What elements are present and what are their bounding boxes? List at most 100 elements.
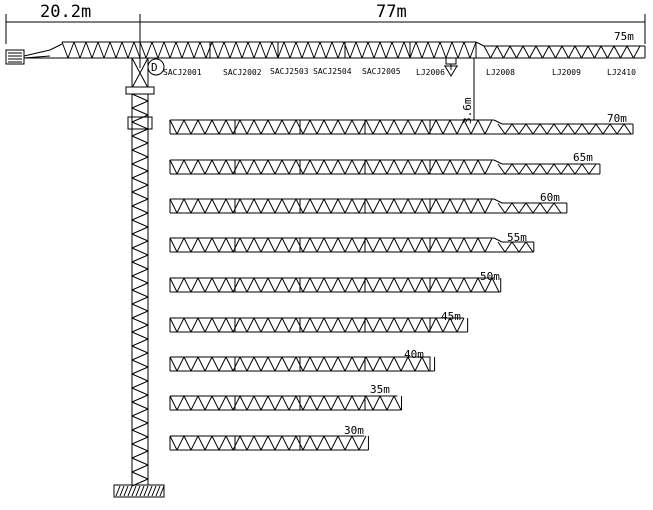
tower-mast: D [113,44,165,498]
truss-diagonal [372,356,381,372]
truss-diagonal [393,356,402,372]
tower-brace [131,338,149,347]
truss-diagonal [393,277,402,293]
truss-diagonal [281,237,290,253]
tower-brace [131,219,149,228]
truss-diagonal [511,123,520,135]
truss-diagonal [204,317,213,333]
truss-diagonal [546,202,555,214]
truss-diagonal [470,159,479,175]
truss-diagonal [518,123,527,135]
truss-diagonal [323,317,332,333]
truss-diagonal [169,198,178,214]
truss-diagonal [386,277,395,293]
truss-diagonal [218,395,227,411]
config-top-chord [493,237,503,243]
truss-diagonal [246,356,255,372]
truss-diagonal [511,241,520,253]
truss-diagonal [169,356,178,372]
truss-diagonal [246,395,255,411]
truss-diagonal [267,317,276,333]
truss-diagonal [246,435,255,451]
truss-diagonal [246,119,255,135]
truss-diagonal [442,198,451,214]
truss-diagonal [281,356,290,372]
truss-diagonal [457,41,465,59]
config-label: 70m [607,112,627,125]
truss-diagonal [588,123,597,135]
truss-diagonal [253,119,262,135]
truss-diagonal [372,237,381,253]
truss-diagonal [456,159,465,175]
truss-diagonal [511,163,520,175]
tower-brace [131,149,149,158]
truss-diagonal [407,159,416,175]
truss-diagonal [61,41,69,59]
truss-diagonal [232,395,241,411]
truss-diagonal [151,41,159,59]
truss-diagonal [435,317,444,333]
truss-diagonal [239,237,248,253]
truss-diagonal [183,435,192,451]
truss-diagonal [218,198,227,214]
truss-diagonal [490,45,498,59]
truss-diagonal [386,237,395,253]
config-label: 60m [540,191,560,204]
jib-config-60m: 60m [169,191,568,214]
tower-brace [131,142,149,151]
truss-diagonal [553,123,562,135]
tower-brace [131,100,149,109]
truss-diagonal [393,198,402,214]
truss-diagonal [274,237,283,253]
truss-diagonal [232,277,241,293]
truss-diagonal [351,198,360,214]
truss-diagonal [391,41,399,59]
truss-diagonal [470,277,479,293]
config-label: 40m [404,348,424,361]
truss-diagonal [344,356,353,372]
counter-jib [5,43,63,65]
truss-diagonal [344,159,353,175]
truss-diagonal [91,41,99,59]
truss-diagonal [316,119,325,135]
truss-diagonal [176,198,185,214]
truss-diagonal [379,395,388,411]
truss-diagonal [197,277,206,293]
config-label: 45m [441,310,461,323]
truss-diagonal [433,41,441,59]
truss-diagonal [218,435,227,451]
truss-diagonal [197,119,206,135]
truss-diagonal [115,41,123,59]
truss-diagonal [218,159,227,175]
truss-diagonal [393,119,402,135]
tower-brace [131,387,149,396]
truss-diagonal [414,356,423,372]
truss-diagonal [403,41,411,59]
tower-brace [131,268,149,277]
truss-diagonal [211,198,220,214]
tower-brace [131,478,149,487]
truss-diagonal [379,198,388,214]
segment-label-5: SACJ2005 [362,67,401,76]
tower-brace [131,331,149,340]
truss-diagonal [190,119,199,135]
truss-diagonal [232,237,241,253]
truss-diagonal [449,277,458,293]
truss-diagonal [337,395,346,411]
truss-diagonal [407,198,416,214]
truss-diagonal [169,395,178,411]
config-label: 35m [370,383,390,396]
tower-brace [131,450,149,459]
truss-diagonal [260,356,269,372]
truss-diagonal [484,119,493,135]
truss-diagonal [445,41,453,59]
truss-diagonal [225,435,234,451]
tower-brace [131,464,149,473]
truss-diagonal [281,435,290,451]
truss-diagonal [239,356,248,372]
truss-diagonal [281,159,290,175]
truss-diagonal [518,241,527,253]
tower-brace [131,240,149,249]
truss-diagonal [309,435,318,451]
hatch-line [131,485,137,497]
